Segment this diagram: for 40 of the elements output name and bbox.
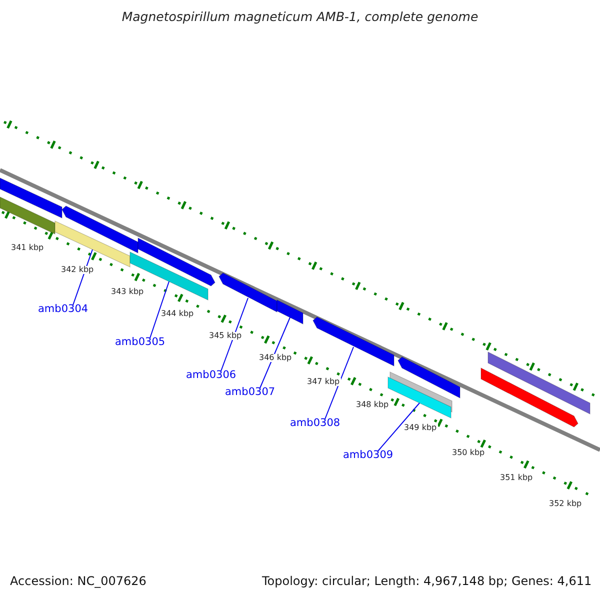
scale-label: 343 kbp xyxy=(110,288,145,296)
scale-label: 347 kbp xyxy=(306,378,341,386)
leader-line xyxy=(324,346,354,420)
gene-bar xyxy=(276,300,304,324)
gene-bar xyxy=(388,376,452,418)
scale-label: 342 kbp xyxy=(60,266,95,274)
gene-label: amb0304 xyxy=(38,304,88,314)
gene-label: amb0308 xyxy=(290,418,340,428)
scale-label: 344 kbp xyxy=(160,310,195,318)
gene-bar xyxy=(54,220,130,268)
scale-label: 350 kbp xyxy=(451,449,486,457)
gene-bar xyxy=(488,352,590,414)
leader-line xyxy=(260,317,290,388)
gene-bar xyxy=(130,252,208,300)
leader-line xyxy=(378,402,420,452)
gene-label: amb0306 xyxy=(186,370,236,380)
scale-label: 349 kbp xyxy=(403,424,438,432)
title: Magnetospirillum magneticum AMB-1, complete genome xyxy=(120,11,480,24)
gene-feature xyxy=(312,316,394,366)
gene-bar xyxy=(0,178,62,218)
gene-label: amb0307 xyxy=(225,387,276,398)
gene-feature xyxy=(218,272,278,312)
gene-bar xyxy=(0,196,56,234)
gene-feature xyxy=(62,206,138,254)
leader-line xyxy=(150,281,170,338)
scale-label: 348 kbp xyxy=(355,401,390,409)
scale-label: 351 kbp xyxy=(499,474,534,482)
scale-label: 346 kbp xyxy=(258,354,293,362)
scale-label: 341 kbp xyxy=(10,244,45,252)
gene-label: amb0309 xyxy=(343,450,394,460)
gene-label: amb0305 xyxy=(115,337,166,348)
footer-text: Topology: circular; Length: 4,967,148 bp; Genes: 4,611 xyxy=(262,575,592,587)
footer-text: Accession: NC_007626 xyxy=(10,575,146,587)
gene-feature xyxy=(398,356,460,398)
scale-label: 345 kbp xyxy=(208,332,243,340)
scale-label: 352 kbp xyxy=(548,500,583,508)
leader-line xyxy=(220,298,248,372)
gene-feature xyxy=(480,368,578,428)
leader-line xyxy=(72,249,93,306)
gene-feature xyxy=(138,238,216,286)
